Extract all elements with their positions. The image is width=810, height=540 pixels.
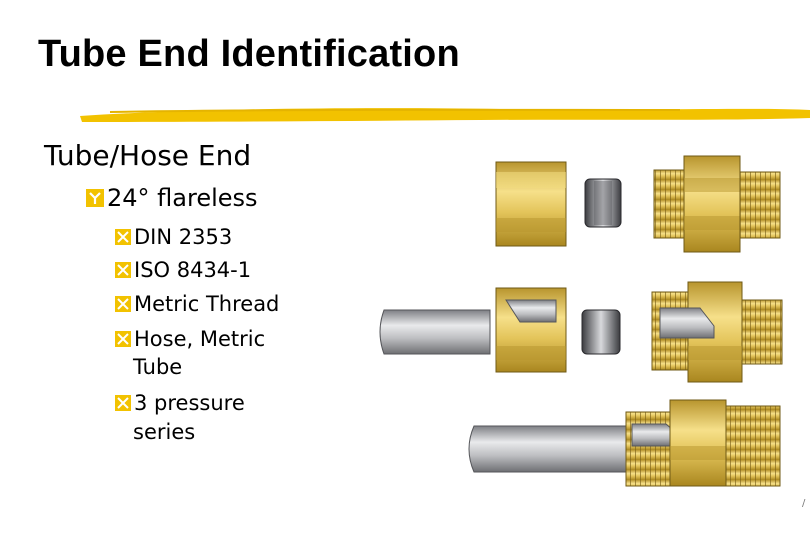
title-underline [80, 108, 810, 122]
item-text: 3 pressure [134, 391, 245, 415]
nut-row2 [495, 287, 567, 373]
item-continuation: Tube [133, 355, 183, 379]
item-continuation: series [133, 420, 196, 444]
bullet-item: 3 pressure [114, 389, 245, 417]
bullet-item: ISO 8434-1 [114, 256, 251, 284]
bullet-subheading: 24° flareless [85, 184, 258, 212]
x-square-bullet-icon [115, 331, 131, 347]
cutting-ring-row1 [584, 178, 622, 228]
subheading-text: 24° flareless [107, 184, 258, 212]
item-text: DIN 2353 [134, 225, 233, 249]
bullet-item: DIN 2353 [114, 223, 232, 251]
assembly-row3 [468, 399, 781, 487]
bullet-item: Hose, Metric [114, 325, 265, 353]
fitting-illustration [379, 155, 783, 487]
x-square-bullet-icon [115, 395, 131, 411]
nut-row1 [495, 161, 567, 247]
item-text: ISO 8434-1 [134, 258, 252, 282]
slide-title: Tube End Identification [38, 33, 460, 75]
tube-row2 [379, 309, 491, 355]
bullet-heading: Tube/Hose End [44, 139, 252, 172]
body-row1 [653, 155, 781, 253]
assembly-row2 [651, 281, 783, 383]
page-mark: / [802, 498, 806, 509]
item-text: Hose, Metric [134, 327, 266, 351]
x-square-bullet-icon [115, 296, 131, 312]
item-text: Metric Thread [134, 292, 280, 316]
x-square-bullet-icon [115, 229, 131, 245]
cutting-ring-row2 [581, 309, 621, 355]
y-square-bullet-icon [86, 189, 104, 207]
x-square-bullet-icon [115, 262, 131, 278]
bullet-item: Metric Thread [114, 290, 279, 318]
